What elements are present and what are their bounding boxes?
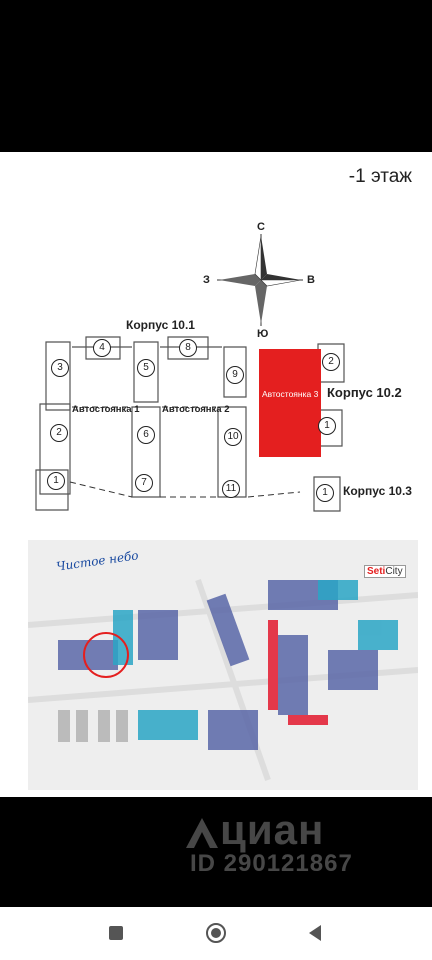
floor-label: -1 этаж xyxy=(348,166,412,187)
compass-star-icon xyxy=(217,234,303,326)
section-10: 10 xyxy=(224,428,242,446)
section-9: 9 xyxy=(226,366,244,384)
section-10-2-1: 1 xyxy=(318,417,336,435)
seticity-logo-suffix: City xyxy=(385,566,403,577)
compass-west: З xyxy=(203,274,210,286)
floor-plan-image[interactable]: -1 этаж С Ю З В xyxy=(0,152,432,797)
cian-logo-icon xyxy=(186,818,218,848)
overview-master-plan xyxy=(27,540,419,790)
home-icon[interactable] xyxy=(204,921,228,945)
back-icon[interactable] xyxy=(304,921,328,945)
section-2: 2 xyxy=(50,424,68,442)
watermark-brand: циан xyxy=(220,806,325,853)
seticity-logo-prefix: Seti xyxy=(367,566,386,577)
section-8: 8 xyxy=(179,339,197,357)
image-viewer: -1 этаж С Ю З В xyxy=(0,152,432,886)
section-10-3-1: 1 xyxy=(316,484,334,502)
building-10-3-label: Корпус 10.3 xyxy=(343,484,412,498)
section-5: 5 xyxy=(137,359,155,377)
overview-map-drawing xyxy=(27,540,419,790)
system-navigation-bar xyxy=(0,907,432,960)
compass-rose: С Ю З В xyxy=(195,221,325,340)
compass-east: В xyxy=(307,274,315,286)
parking-3-label: Автостоянка 3 xyxy=(262,389,319,399)
section-10-2-2: 2 xyxy=(322,353,340,371)
section-7: 7 xyxy=(135,474,153,492)
cian-watermark: циан ID 290121867 xyxy=(182,806,412,886)
site-plan-drawing xyxy=(35,336,345,512)
seticity-logo: SetiCity xyxy=(364,565,406,578)
recent-apps-icon[interactable] xyxy=(104,921,128,945)
parking-1-label: Автостоянка 1 xyxy=(72,404,140,415)
section-3: 3 xyxy=(51,359,69,377)
compass-north: С xyxy=(257,221,265,233)
compass-south: Ю xyxy=(257,328,269,340)
section-6: 6 xyxy=(137,426,155,444)
parking-2-label: Автостоянка 2 xyxy=(162,404,230,415)
building-10-2-label: Корпус 10.2 xyxy=(327,385,402,400)
parking-3-highlight[interactable]: Автостоянка 3 xyxy=(259,349,321,457)
watermark-id: ID 290121867 xyxy=(190,850,353,877)
section-4: 4 xyxy=(93,339,111,357)
building-10-1-label: Корпус 10.1 xyxy=(126,318,195,332)
section-1: 1 xyxy=(47,472,65,490)
section-11: 11 xyxy=(222,480,240,498)
